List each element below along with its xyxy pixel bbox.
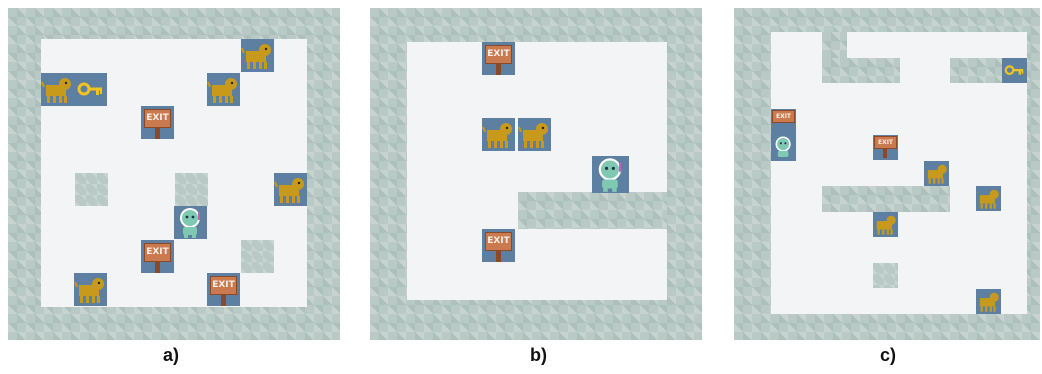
level-panel-c: EXIT EXIT: [734, 8, 1040, 340]
key-tile: [74, 73, 107, 106]
monster-tile: [518, 118, 551, 151]
monster-tile: [207, 73, 240, 106]
exit-tile: EXIT: [873, 135, 898, 160]
inner-wall-middle: [822, 186, 950, 212]
monster-tile: [274, 173, 307, 206]
player-tile: [174, 206, 207, 239]
exit-tile: EXIT: [141, 106, 174, 139]
exit-tile: EXIT: [771, 109, 796, 134]
monster-tile: [241, 39, 274, 72]
player-tile: [592, 156, 629, 193]
panel-caption: b): [530, 345, 547, 365]
exit-tile: EXIT: [207, 273, 240, 306]
monster-tile: [873, 212, 898, 237]
monster-tile: [976, 289, 1001, 314]
wall-block: [175, 173, 208, 206]
exit-tile: EXIT: [141, 240, 174, 273]
monster-tile: [74, 273, 107, 306]
inner-wall-top-mid: [822, 58, 900, 83]
wall-block: [241, 240, 274, 273]
exit-sign-icon: EXIT: [772, 110, 795, 123]
monster-tile: [924, 161, 949, 186]
exit-sign-icon: EXIT: [485, 45, 512, 64]
exit-sign-icon: EXIT: [144, 109, 171, 128]
panel-caption: a): [163, 345, 180, 365]
monster-tile: [41, 73, 74, 106]
exit-sign-icon: EXIT: [210, 276, 237, 295]
level-panel-b: EXIT EXIT: [370, 8, 702, 340]
monster-tile: [482, 118, 515, 151]
exit-sign-icon: EXIT: [485, 232, 512, 251]
exit-sign-icon: EXIT: [144, 243, 171, 262]
exit-tile: EXIT: [482, 229, 515, 262]
wall-block: [873, 263, 898, 288]
level-panel-a: EXIT EXIT EXIT: [8, 8, 340, 340]
monster-tile: [976, 186, 1001, 211]
player-tile: [771, 134, 796, 161]
panel-caption: c): [880, 345, 897, 365]
wall-block: [75, 173, 108, 206]
inner-wall-ledge: [518, 192, 667, 229]
exit-tile: EXIT: [482, 42, 515, 75]
inner-wall-top-right: [950, 58, 1002, 83]
key-tile: [1002, 58, 1027, 83]
